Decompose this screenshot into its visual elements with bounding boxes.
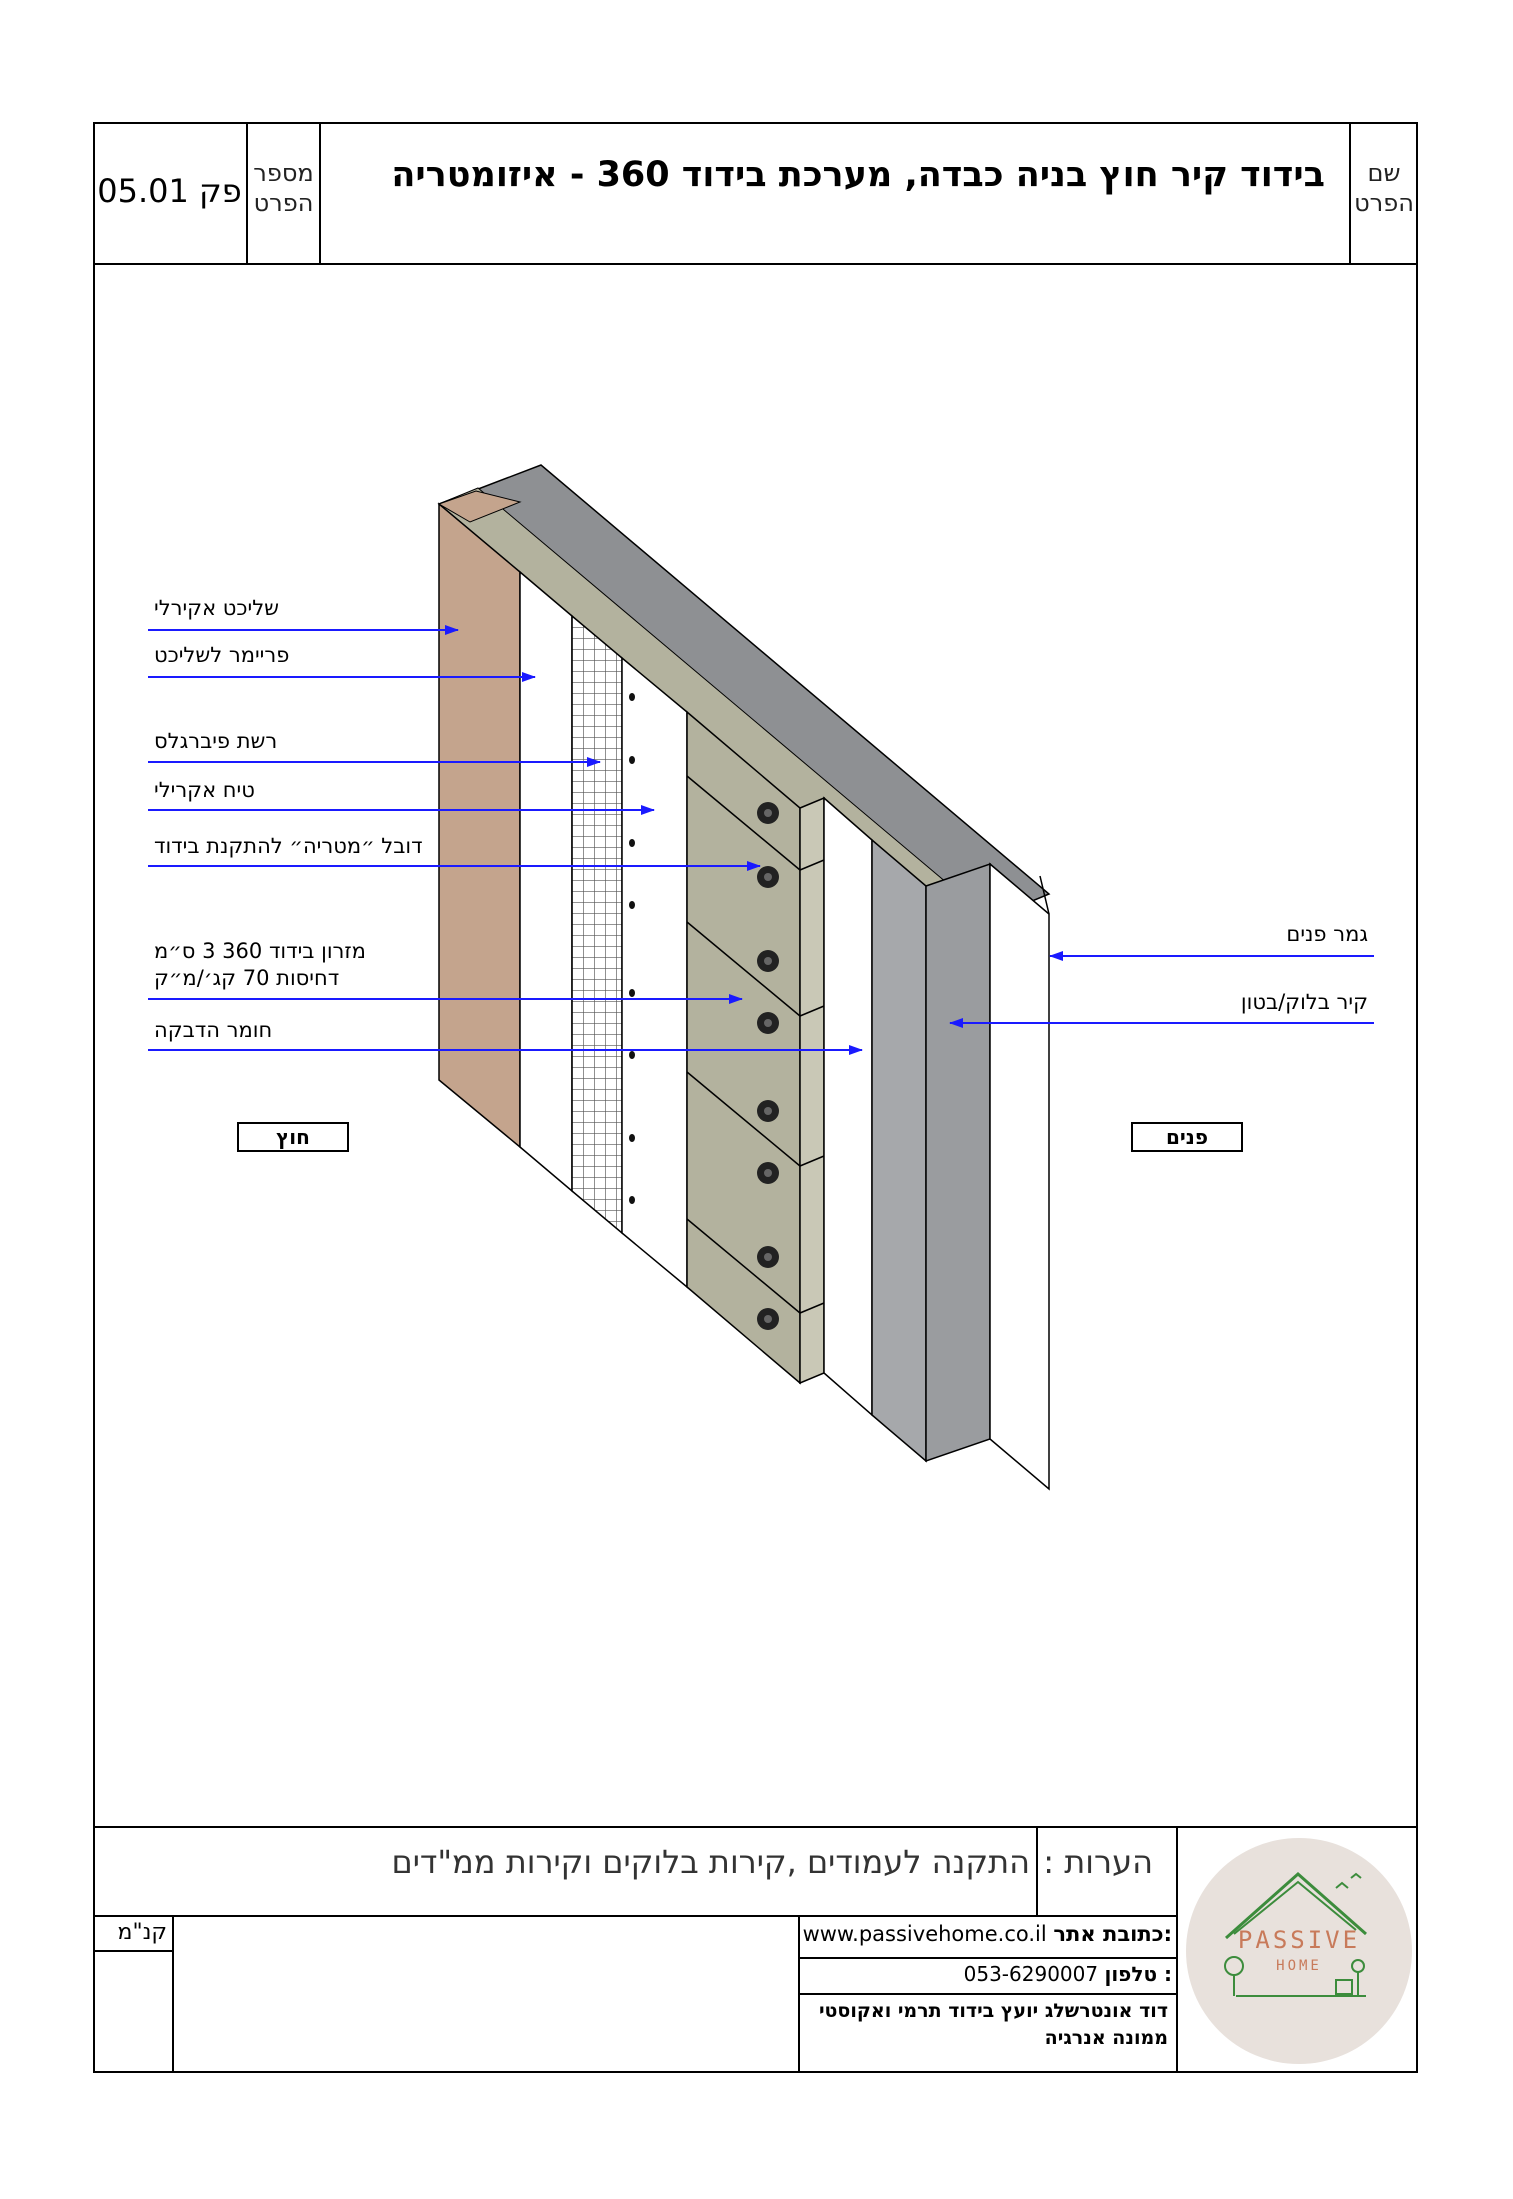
scale-label: קנ"מ: [117, 1920, 167, 1945]
scale-divider: [172, 1915, 174, 2073]
detail-number: פק 05.01: [97, 172, 242, 210]
phone-value: 053-6290007: [963, 1962, 1099, 1986]
label-acrylic-render: טיח אקרילי: [154, 778, 255, 802]
drawing-frame: [93, 122, 1418, 2073]
label-insulation-density: דחיסות 70 קג׳/מ״ק: [154, 966, 340, 990]
notes-label: הערות :: [1043, 1843, 1153, 1881]
website-value[interactable]: www.passivehome.co.il: [802, 1922, 1047, 1946]
primer-layer: [519, 570, 573, 1193]
label-fiberglass-mesh: רשת פיברגלס: [154, 729, 278, 753]
logo-house-icon: [1224, 1871, 1367, 1997]
phone-row: 053-6290007 טלפון :: [800, 1962, 1172, 1986]
label-acrylic-plaster: שליכט אקירלי: [154, 596, 280, 620]
render-dowel-marks: [629, 693, 635, 1204]
label-interior-finish: גמר פנים: [1286, 922, 1368, 946]
block-wall-face: [871, 838, 927, 1463]
notes-label-divider: [1036, 1826, 1038, 1917]
fiberglass-mesh-layer: [571, 614, 623, 1235]
header-col-divider-3: [1349, 122, 1351, 265]
label-umbrella-dowel: דובל ״מטריה״ להתקנת בידוד: [154, 834, 423, 858]
website-row: www.passivehome.co.il כתובת אתר:: [800, 1922, 1172, 1946]
logo-divider: [1176, 1826, 1178, 2073]
insulation-board-seams: [686, 775, 825, 1314]
website-label: כתובת אתר:: [1053, 1922, 1172, 1946]
credit-line-2: ממונה אנרגיה: [1044, 2027, 1168, 2049]
detail-number-label: מספר הפרט: [248, 158, 319, 218]
label-insulation-mattress: מזרון בידוד 360 3 ס״מ: [154, 939, 366, 963]
label-block-wall: קיר בלוק/בטון: [1240, 990, 1368, 1014]
detail-number-label-line1: מספר: [253, 159, 314, 187]
page-title: בידוד קיר חוץ בניה כבדה, מערכת בידוד 360…: [391, 155, 1325, 195]
detail-name-label-line1: שם: [1367, 159, 1401, 187]
logo-word-passive: PASSIVE: [1237, 1926, 1361, 1954]
header-divider: [93, 263, 1418, 265]
interior-finish-layer: [989, 862, 1050, 1491]
left-leader-arrows: [148, 625, 863, 1055]
phone-label: טלפון :: [1104, 1962, 1172, 1986]
header-col-divider-1: [246, 122, 248, 265]
logo-word-home: HOME: [1276, 1958, 1322, 1974]
notes-divider-top: [93, 1826, 1418, 1828]
outside-tag: חוץ: [237, 1122, 349, 1152]
notes-divider-bottom: [93, 1915, 1178, 1917]
detail-number-label-line2: הפרט: [253, 189, 314, 217]
right-leader-arrows: [949, 951, 1374, 1028]
umbrella-dowels: [757, 802, 779, 1330]
adhesive-layer: [823, 796, 873, 1417]
contact-row-line-2: [798, 1993, 1178, 1995]
notes-text: התקנה לעמודים ,קירות בלוקים וקירות ממ"די…: [391, 1843, 1030, 1881]
header-col-divider-2: [319, 122, 321, 265]
plaster-top-strip: [437, 490, 522, 523]
acrylic-render-layer: [621, 656, 688, 1289]
insulation-board-side: [799, 796, 825, 1385]
company-logo: PASSIVE HOME: [1186, 1838, 1412, 2064]
inside-tag: פנים: [1131, 1122, 1243, 1152]
credit-line-1: דוד אונטרשלג יועץ בידוד תרמי ואקוסטי: [818, 2000, 1168, 2022]
contact-row-line-1: [798, 1957, 1178, 1959]
insulation-board-face: [686, 710, 801, 1385]
label-primer: פריימר לשליכט: [154, 643, 290, 667]
block-wall-side: [925, 862, 991, 1463]
detail-name-label: שם הפרט: [1350, 158, 1418, 218]
label-adhesive: חומר הדבקה: [154, 1018, 273, 1042]
scale-underline: [93, 1950, 173, 1952]
detail-name-label-line2: הפרט: [1354, 189, 1414, 217]
